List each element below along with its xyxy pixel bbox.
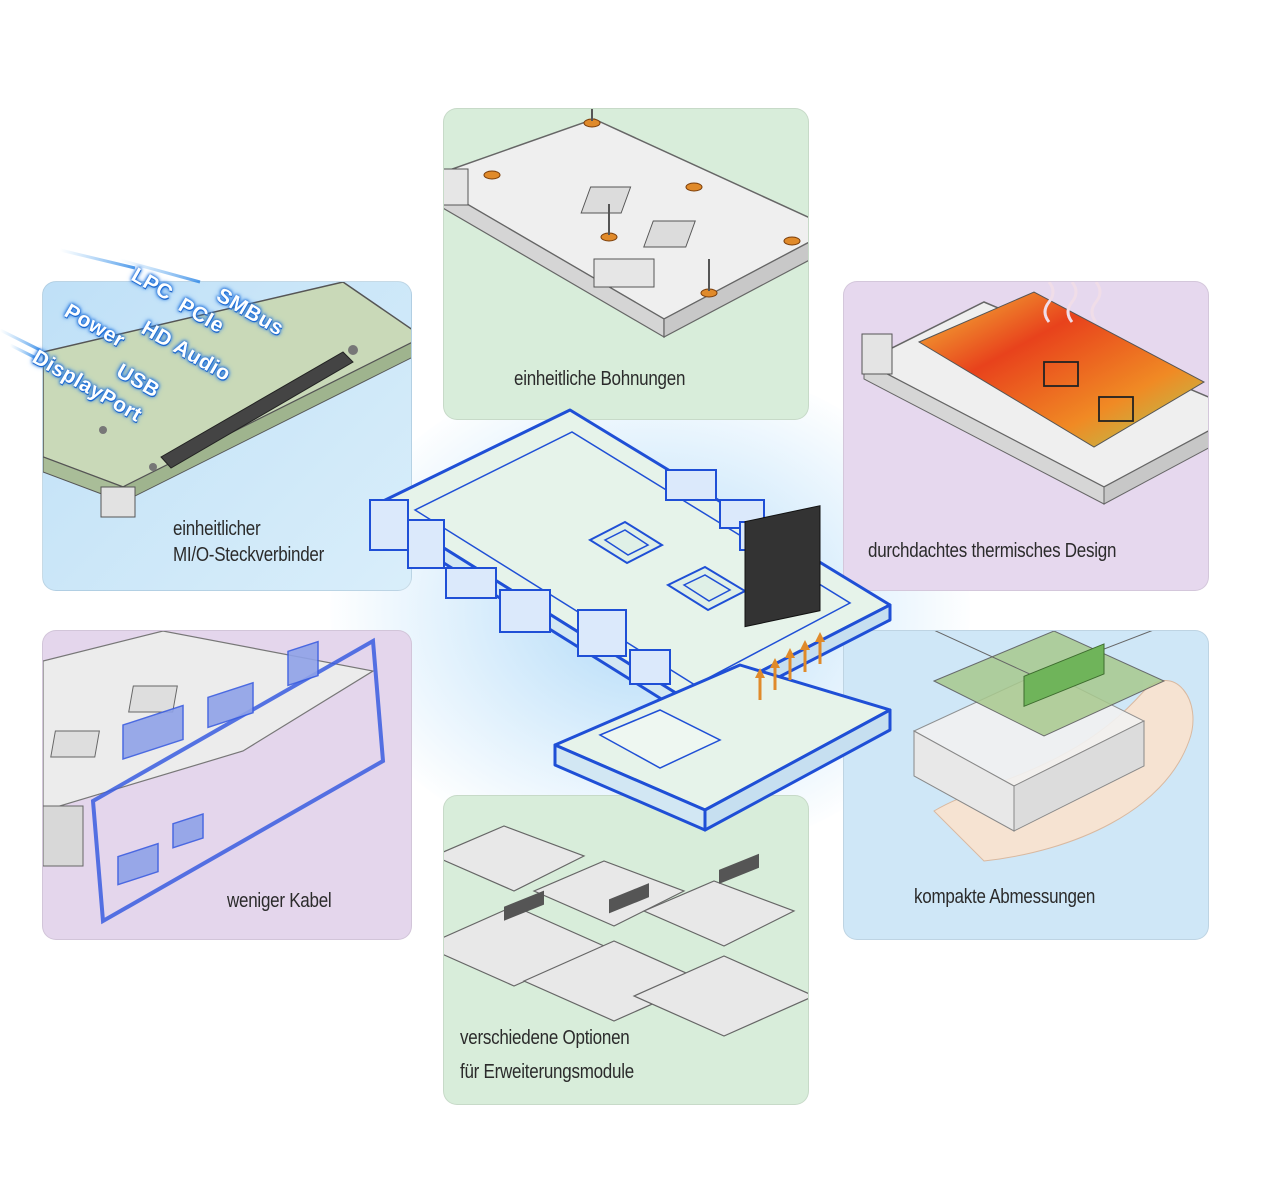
- label-expansion-options-line2: für Erweiterungsmodule: [460, 1061, 634, 1083]
- label-fewer-cables: weniger Kabel: [227, 890, 332, 912]
- board-with-holes-illustration: [444, 109, 808, 339]
- label-mio-connector-line1: einheitlicher: [173, 518, 261, 540]
- panel-compact-dimensions: kompakte Abmessungen: [843, 630, 1209, 940]
- thermal-heatmap-illustration: [861, 282, 1208, 505]
- label-uniform-holes: einheitliche Bohnungen: [514, 368, 686, 390]
- label-compact-dimensions: kompakte Abmessungen: [914, 886, 1096, 908]
- panel-thermal-design: durchdachtes thermisches Design: [843, 281, 1209, 591]
- panel-uniform-holes: einheitliche Bohnungen: [443, 108, 809, 420]
- panel-expansion-options: verschiedene Optionen für Erweiterungsmo…: [443, 795, 809, 1105]
- fewer-cables-illustration: [43, 631, 386, 925]
- label-mio-connector-line2: MI/O-Steckverbinder: [173, 544, 325, 566]
- panel-fewer-cables: weniger Kabel: [42, 630, 412, 940]
- label-expansion-options-line1: verschiedene Optionen: [460, 1027, 630, 1049]
- compact-enclosure-illustration: [912, 631, 1194, 862]
- mio-connector-board-illustration: [43, 282, 411, 518]
- panel-mio-connector: einheitlicher MI/O-Steckverbinder: [42, 281, 412, 591]
- expansion-modules-illustration: [444, 825, 808, 1037]
- label-thermal-design: durchdachtes thermisches Design: [868, 540, 1117, 562]
